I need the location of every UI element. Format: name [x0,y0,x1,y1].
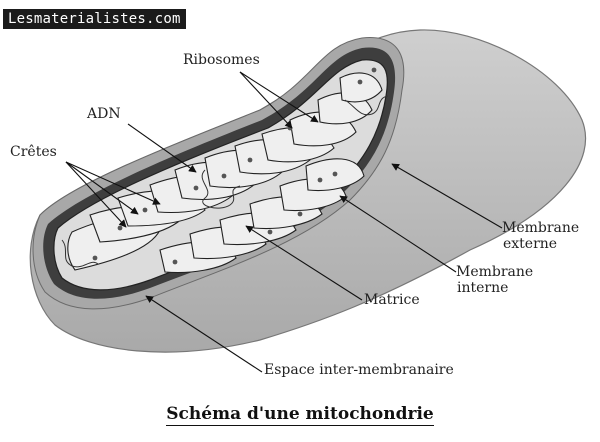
ribosome-dot [297,211,303,217]
diagram-title-text: Schéma d'une mitochondrie [166,404,434,426]
leader-lines [65,71,503,373]
site-watermark: Lesmaterialistes.com [3,9,186,29]
ribosome-dot [247,157,253,163]
ribosome-dot [193,185,199,191]
label-cretes: Crêtes [10,144,57,160]
dna-strand [61,239,99,268]
label-membrane-externe-2: externe [503,236,557,252]
arrow-cretes-3 [65,161,161,205]
label-espace: Espace inter-membranaire [264,362,454,378]
dna-strands [61,95,389,268]
label-matrice: Matrice [364,292,420,308]
label-membrane-interne-2: interne [457,280,508,296]
cristae-group [67,72,383,273]
arrow-ribosomes-2 [239,71,319,123]
ribosome-dot [117,225,123,231]
ribosome-dot [317,177,323,183]
label-adn: ADN [86,106,121,122]
ribosome-dot [172,259,178,265]
ribosome-dot [332,171,338,177]
arrow-membrane-externe [391,163,503,229]
arrow-cretes-1 [65,161,127,228]
ribosome-dot [142,207,148,213]
ribosomes-group [92,67,377,265]
arrow-adn [127,123,197,173]
arrow-matrice [245,225,363,301]
arrow-ribosomes-1 [239,71,293,129]
ribosome-dot [92,255,98,261]
ribosome-dot [371,67,377,73]
crista [339,72,383,103]
diagram-title: Schéma d'une mitochondrie [0,404,600,426]
ribosome-dot [267,229,273,235]
arrow-espace [145,295,263,373]
label-membrane-interne-1: Membrane [456,264,533,280]
ribosome-dot [221,173,227,179]
dna-strand [201,169,241,209]
label-ribosomes: Ribosomes [183,52,260,68]
ribosome-dot [357,79,363,85]
label-membrane-externe-1: Membrane [502,220,579,236]
dna-strand [344,95,389,116]
arrow-membrane-interne [339,195,457,273]
arrow-cretes-2 [65,161,139,215]
